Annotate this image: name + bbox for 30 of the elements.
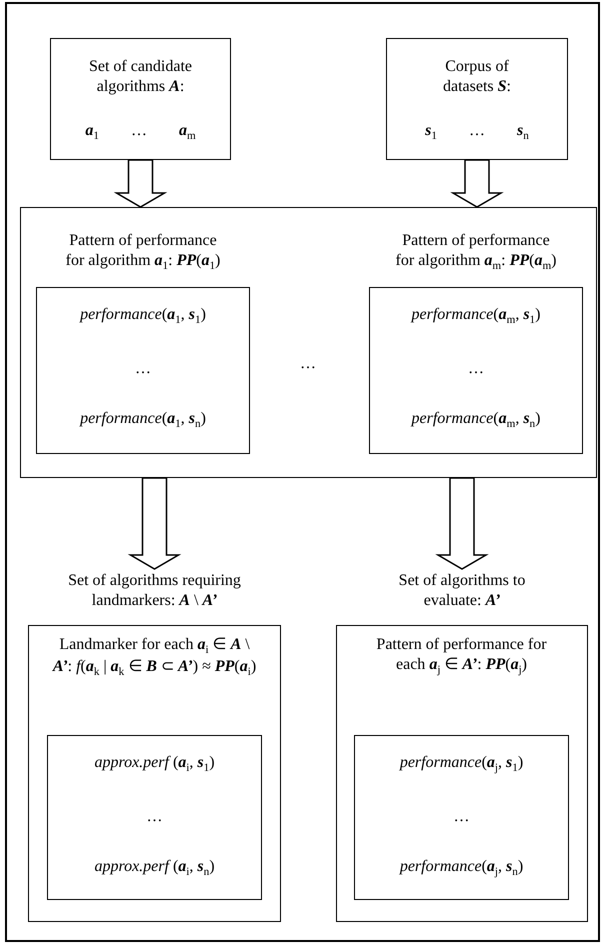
formula-text: performance(a$_{1}$, s$_{n}$) — [78, 409, 207, 432]
heading-text: Pattern of performance for algorithm a$_{1}$: PP(a$_{1}$) — [64, 231, 222, 274]
heading-text: Pattern of performance for algorithm a$_{m}$: PP(a$_{m}$) — [394, 231, 558, 274]
process-box — [386, 38, 568, 160]
formula-text: performance(a$_{m}$, s$_{n}$) — [410, 409, 542, 432]
item-list: s$_{1}$ … s$_{n}$ — [387, 121, 567, 144]
formula-text: performance(a$_{1}$, s$_{1}$) — [78, 305, 207, 328]
box-title: Corpus of datasets S: — [442, 57, 512, 97]
item-list: a$_{1}$ … a$_{m}$ — [51, 121, 230, 144]
block-arrow — [114, 159, 168, 208]
block-arrow — [435, 477, 489, 570]
formula-text: performance(a$_{j}$, s$_{1}$) — [398, 753, 524, 776]
heading-text: Landmarker for each a$_{i}$ ∈ A \ A’: f(a$_{k}$ | a$_{k}$ ∈ B ⊂ A’) ≈ PP(a$_{i}$) — [51, 635, 258, 680]
block-arrow — [128, 477, 182, 570]
ellipsis: … — [467, 359, 485, 379]
formula-text: approx.perf (a$_{i}$, s$_{1}$) — [93, 753, 216, 776]
heading-text: Set of algorithms requiring landmarkers: A \ A’ — [67, 571, 242, 611]
ellipsis: … — [452, 807, 470, 827]
box-title: Set of candidate algorithms A: — [88, 57, 194, 97]
ellipsis: … — [146, 807, 164, 827]
process-box — [20, 207, 597, 478]
formula-text: performance(a$_{j}$, s$_{n}$) — [398, 857, 524, 880]
ellipsis: … — [134, 359, 152, 379]
formula-text: performance(a$_{m}$, s$_{1}$) — [410, 305, 542, 328]
ellipsis: … — [300, 355, 316, 373]
block-arrow — [450, 159, 504, 208]
formula-text: approx.perf (a$_{i}$, s$_{n}$) — [93, 857, 216, 880]
heading-text: Pattern of performance for each a$_{j}$ ∈ A’: PP(a$_{j}$) — [375, 635, 548, 678]
process-box — [50, 38, 231, 160]
heading-text: Set of algorithms to evaluate: A’ — [398, 571, 526, 611]
